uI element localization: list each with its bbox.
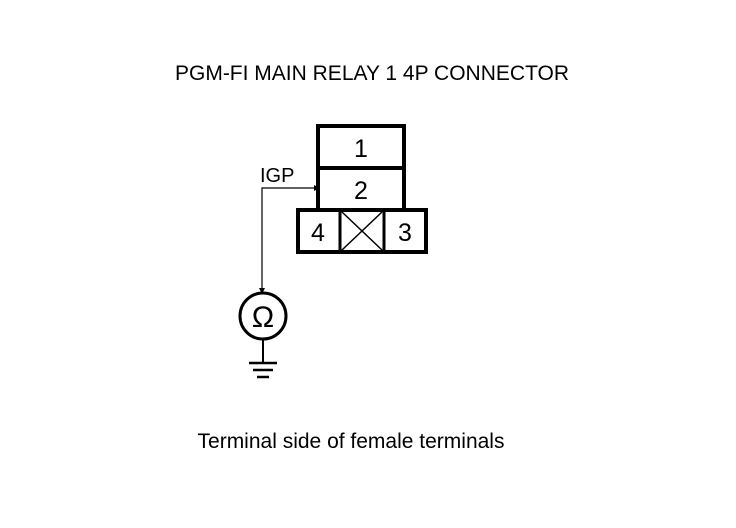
terminal-2-label: 2 [354, 177, 368, 205]
ohmmeter-icon: Ω [238, 291, 288, 341]
test-lead-wire [259, 185, 320, 294]
terminal-1-label: 1 [354, 135, 368, 163]
ground-icon [249, 361, 277, 379]
wire-label-igp: IGP [260, 165, 294, 187]
connector: 1 2 4 3 [296, 124, 428, 254]
terminal-3-label: 3 [398, 219, 412, 247]
empty-cavity-cross-icon [341, 211, 383, 251]
diagram-title: PGM-FI MAIN RELAY 1 4P CONNECTOR [175, 62, 569, 85]
terminal-4-label: 4 [311, 219, 325, 247]
ohm-symbol: Ω [252, 301, 274, 334]
diagram-caption: Terminal side of female terminals [198, 430, 505, 453]
